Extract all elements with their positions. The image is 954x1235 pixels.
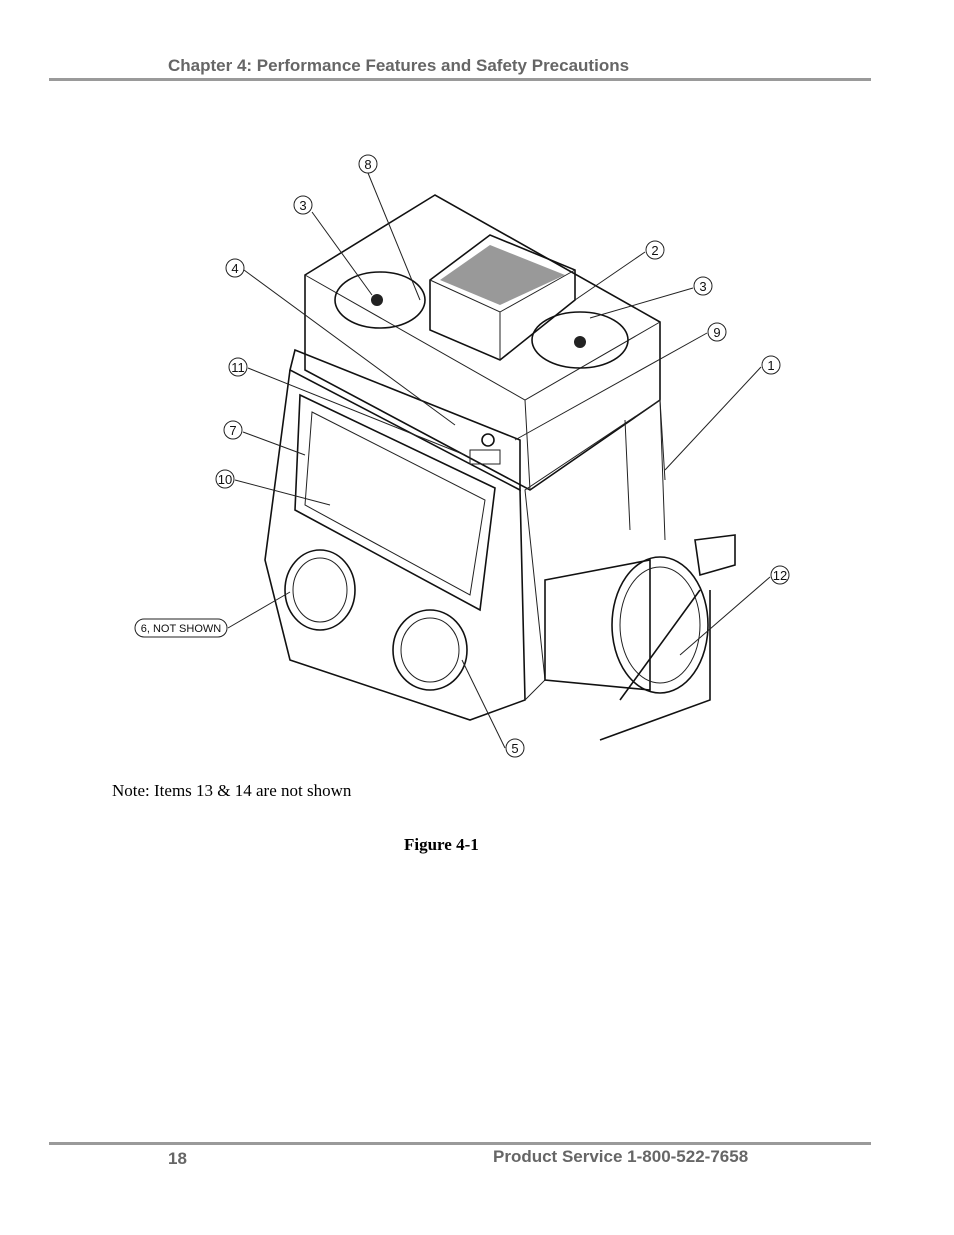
- callout-2: 2: [645, 240, 665, 260]
- callout-label: 1: [767, 358, 774, 373]
- callout-10: 10: [215, 469, 235, 489]
- callout-8: 8: [358, 154, 378, 174]
- figure-caption: Figure 4-1: [404, 835, 479, 854]
- callout-7: 7: [223, 420, 243, 440]
- callout-label: 2: [651, 243, 658, 258]
- callout-3a: 3: [293, 195, 313, 215]
- callout-label: 4: [231, 261, 238, 276]
- callout-5: 5: [505, 738, 525, 758]
- callout-label: 3: [299, 198, 306, 213]
- callout-9: 9: [707, 322, 727, 342]
- callout-label: 5: [511, 741, 518, 756]
- callout-4: 4: [225, 258, 245, 278]
- figure-note: Note: Items 13 & 14 are not shown: [112, 781, 352, 800]
- header-rule: [49, 78, 871, 81]
- callout-label: 10: [218, 472, 232, 487]
- callout-1: 1: [761, 355, 781, 375]
- page-number: 18: [168, 1149, 187, 1168]
- callout-6: 6, NOT SHOWN: [134, 618, 228, 638]
- chapter-header: Chapter 4: Performance Features and Safe…: [168, 56, 630, 75]
- product-service-phone: Product Service 1-800-522-7658: [493, 1147, 749, 1166]
- callout-11: 11: [228, 357, 248, 377]
- callout-label: 3: [699, 279, 706, 294]
- callout-label: 11: [231, 360, 245, 375]
- callout-label: 8: [364, 157, 371, 172]
- callout-label: 9: [713, 325, 720, 340]
- callout-label: 6, NOT SHOWN: [141, 623, 222, 635]
- footer-rule: [49, 1142, 871, 1145]
- callout-3b: 3: [693, 276, 713, 296]
- callout-label: 12: [773, 568, 787, 583]
- callout-12: 12: [770, 565, 790, 585]
- callout-label: 7: [229, 423, 236, 438]
